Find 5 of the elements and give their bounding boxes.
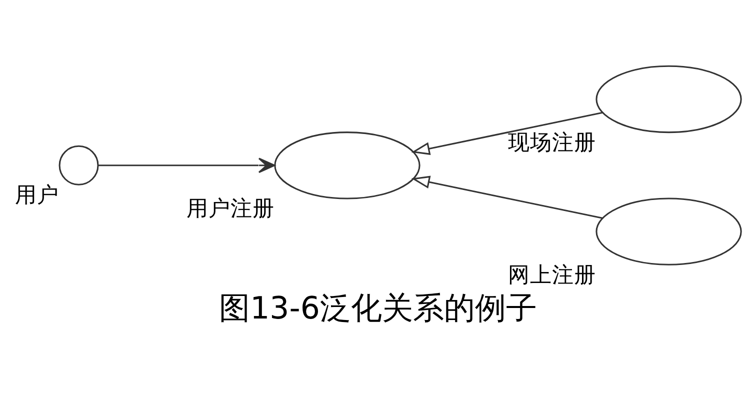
- node-label: 用户: [15, 182, 60, 208]
- caption: 图13-6泛化关系的例子: [219, 290, 537, 326]
- node-label: 网上注册: [508, 262, 596, 288]
- node-label: 现场注册: [508, 130, 596, 156]
- node-label: 用户注册: [186, 196, 274, 222]
